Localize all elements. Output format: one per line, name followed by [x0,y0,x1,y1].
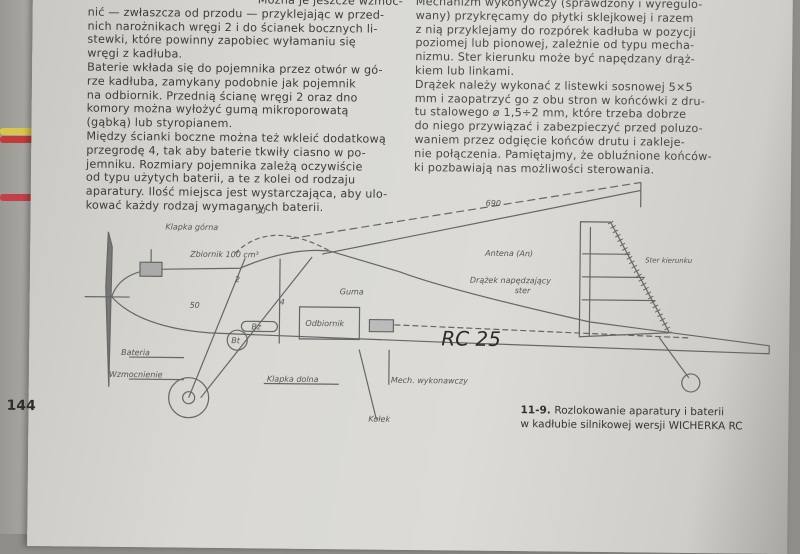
caption-line-1: Rozlokowanie aparatury i baterii [554,405,724,419]
label-antena: Antena (An) [484,249,533,259]
fin [579,222,670,338]
label-guma: Guma [340,287,364,296]
label-wrega-2: 2 [235,275,240,284]
label-zbiornik: Zbiornik 100 cm³ [189,250,259,260]
label-przegroda-4: 4 [280,298,285,307]
label-dim-50-nose: 50 [190,301,200,310]
label-bateria: Bateria [121,348,150,357]
book-page: Można je jeszcze wzmoc- nić — zwłaszcza … [27,0,793,554]
label-drazek-ster: ster [515,286,531,295]
label-bt: Bt [231,336,241,345]
propeller-icon [105,232,113,387]
label-wzmocnienie: Wzmocnienie [109,370,163,380]
label-klapka-gorna: Klapka górna [165,221,218,232]
label-odbiornik: Odbiornik [305,319,344,328]
label-drazek: Drążek napędzający [470,276,551,286]
caption-number: 11-9. [520,404,550,416]
label-kolek: Kołek [368,415,390,424]
page-number: 144 [6,398,35,414]
label-dim-690: 690 [486,199,501,208]
label-dim-50-top: 50 [256,206,266,215]
caption-line-2: w kadłubie silnikowej wersji WICHERKA RC [520,417,742,433]
label-bz: Bz [251,322,262,331]
label-klapka-dolna: Klapka dolna [267,375,319,385]
label-ster: Ster kierunku [645,256,693,264]
airplane-diagram: Klapka górna Zbiornik 100 cm³ 50 50 690 … [27,0,793,554]
figure-caption: 11-9. Rozlokowanie aparatury i baterii w… [520,403,742,433]
tail-wheel-icon [682,374,700,392]
label-mech: Mech. wykonawczy [391,376,468,386]
registration-rc25: RC 25 [441,326,501,351]
